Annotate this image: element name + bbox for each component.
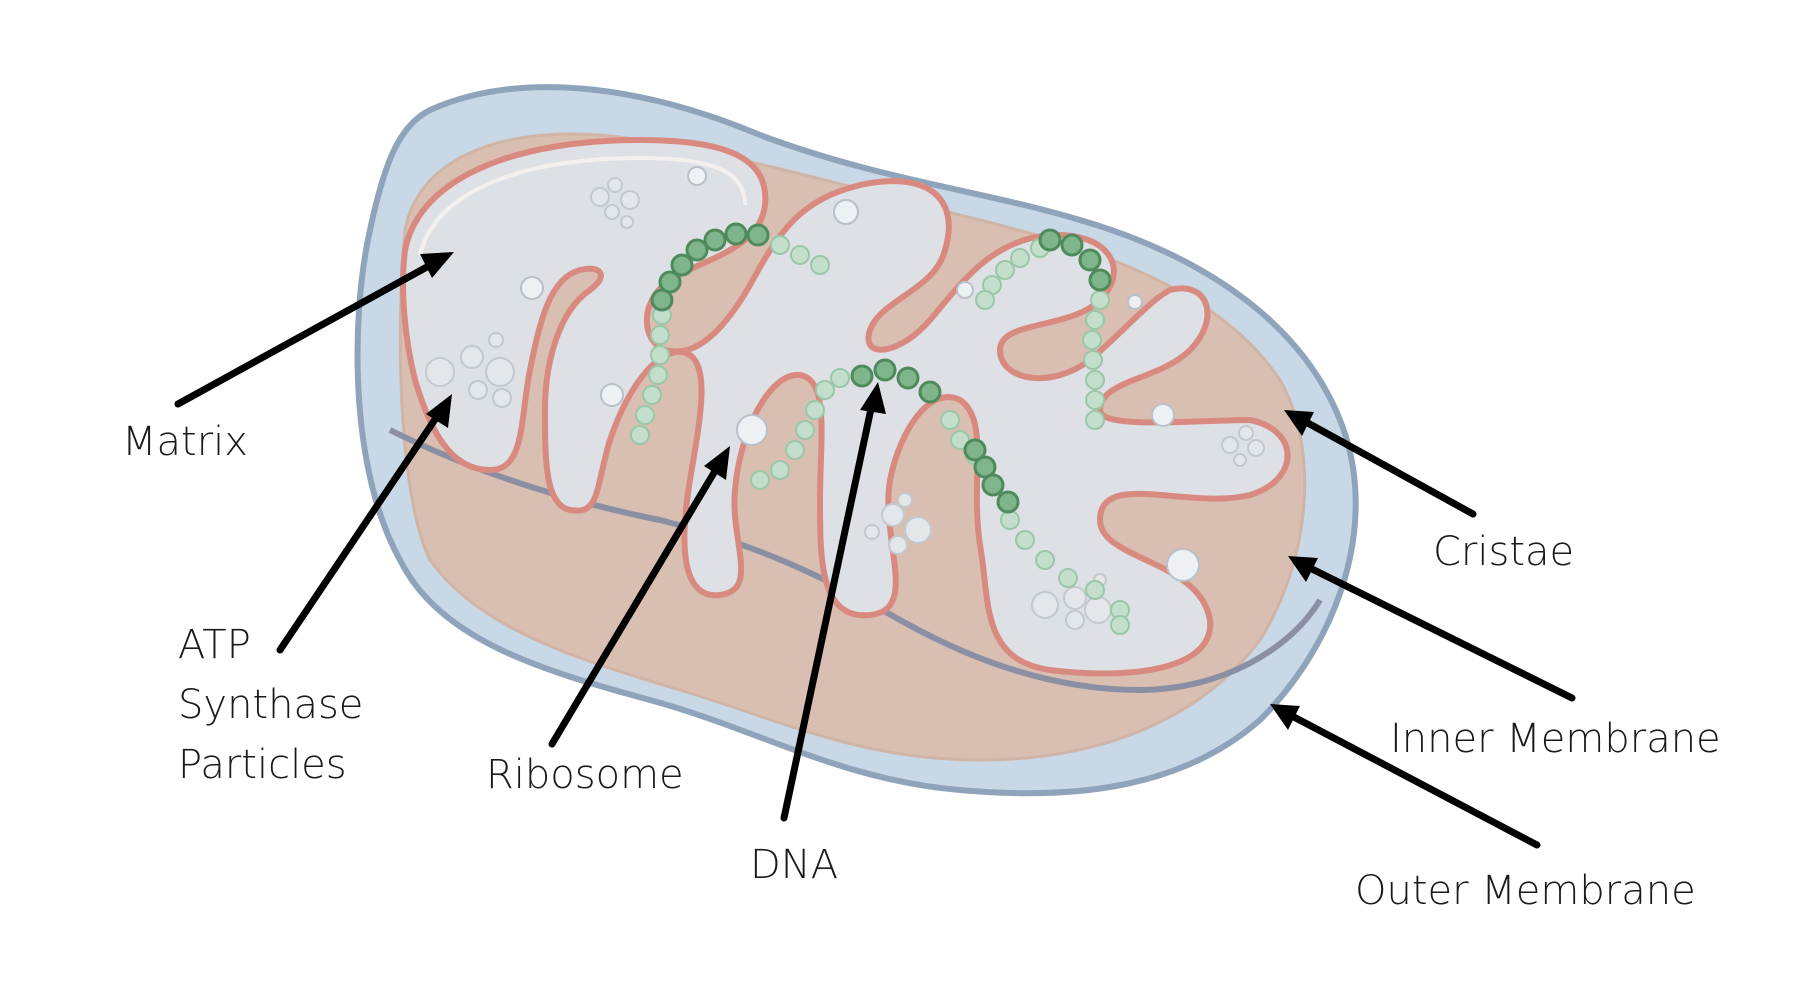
matrix [400,137,1291,677]
label-atp-line2: Synthase [178,682,363,728]
label-ribosome: Ribosome [486,752,684,798]
label-cristae: Cristae [1433,529,1574,575]
label-atp-line1: ATP [178,622,251,668]
dna-strand-light [630,235,1130,635]
label-matrix: Matrix [122,419,248,465]
matrix-highlight [418,155,747,256]
label-outer-membrane: Outer Membrane [1355,868,1696,914]
ribosome-granules [520,166,1200,582]
label-atp-line3: Particles [178,742,347,788]
label-dna: DNA [750,842,838,888]
label-arrows [174,252,1576,849]
dna-strand-dark [650,222,1112,514]
atp-synthase-clusters [425,177,1265,630]
label-inner-membrane: Inner Membrane [1390,716,1721,762]
